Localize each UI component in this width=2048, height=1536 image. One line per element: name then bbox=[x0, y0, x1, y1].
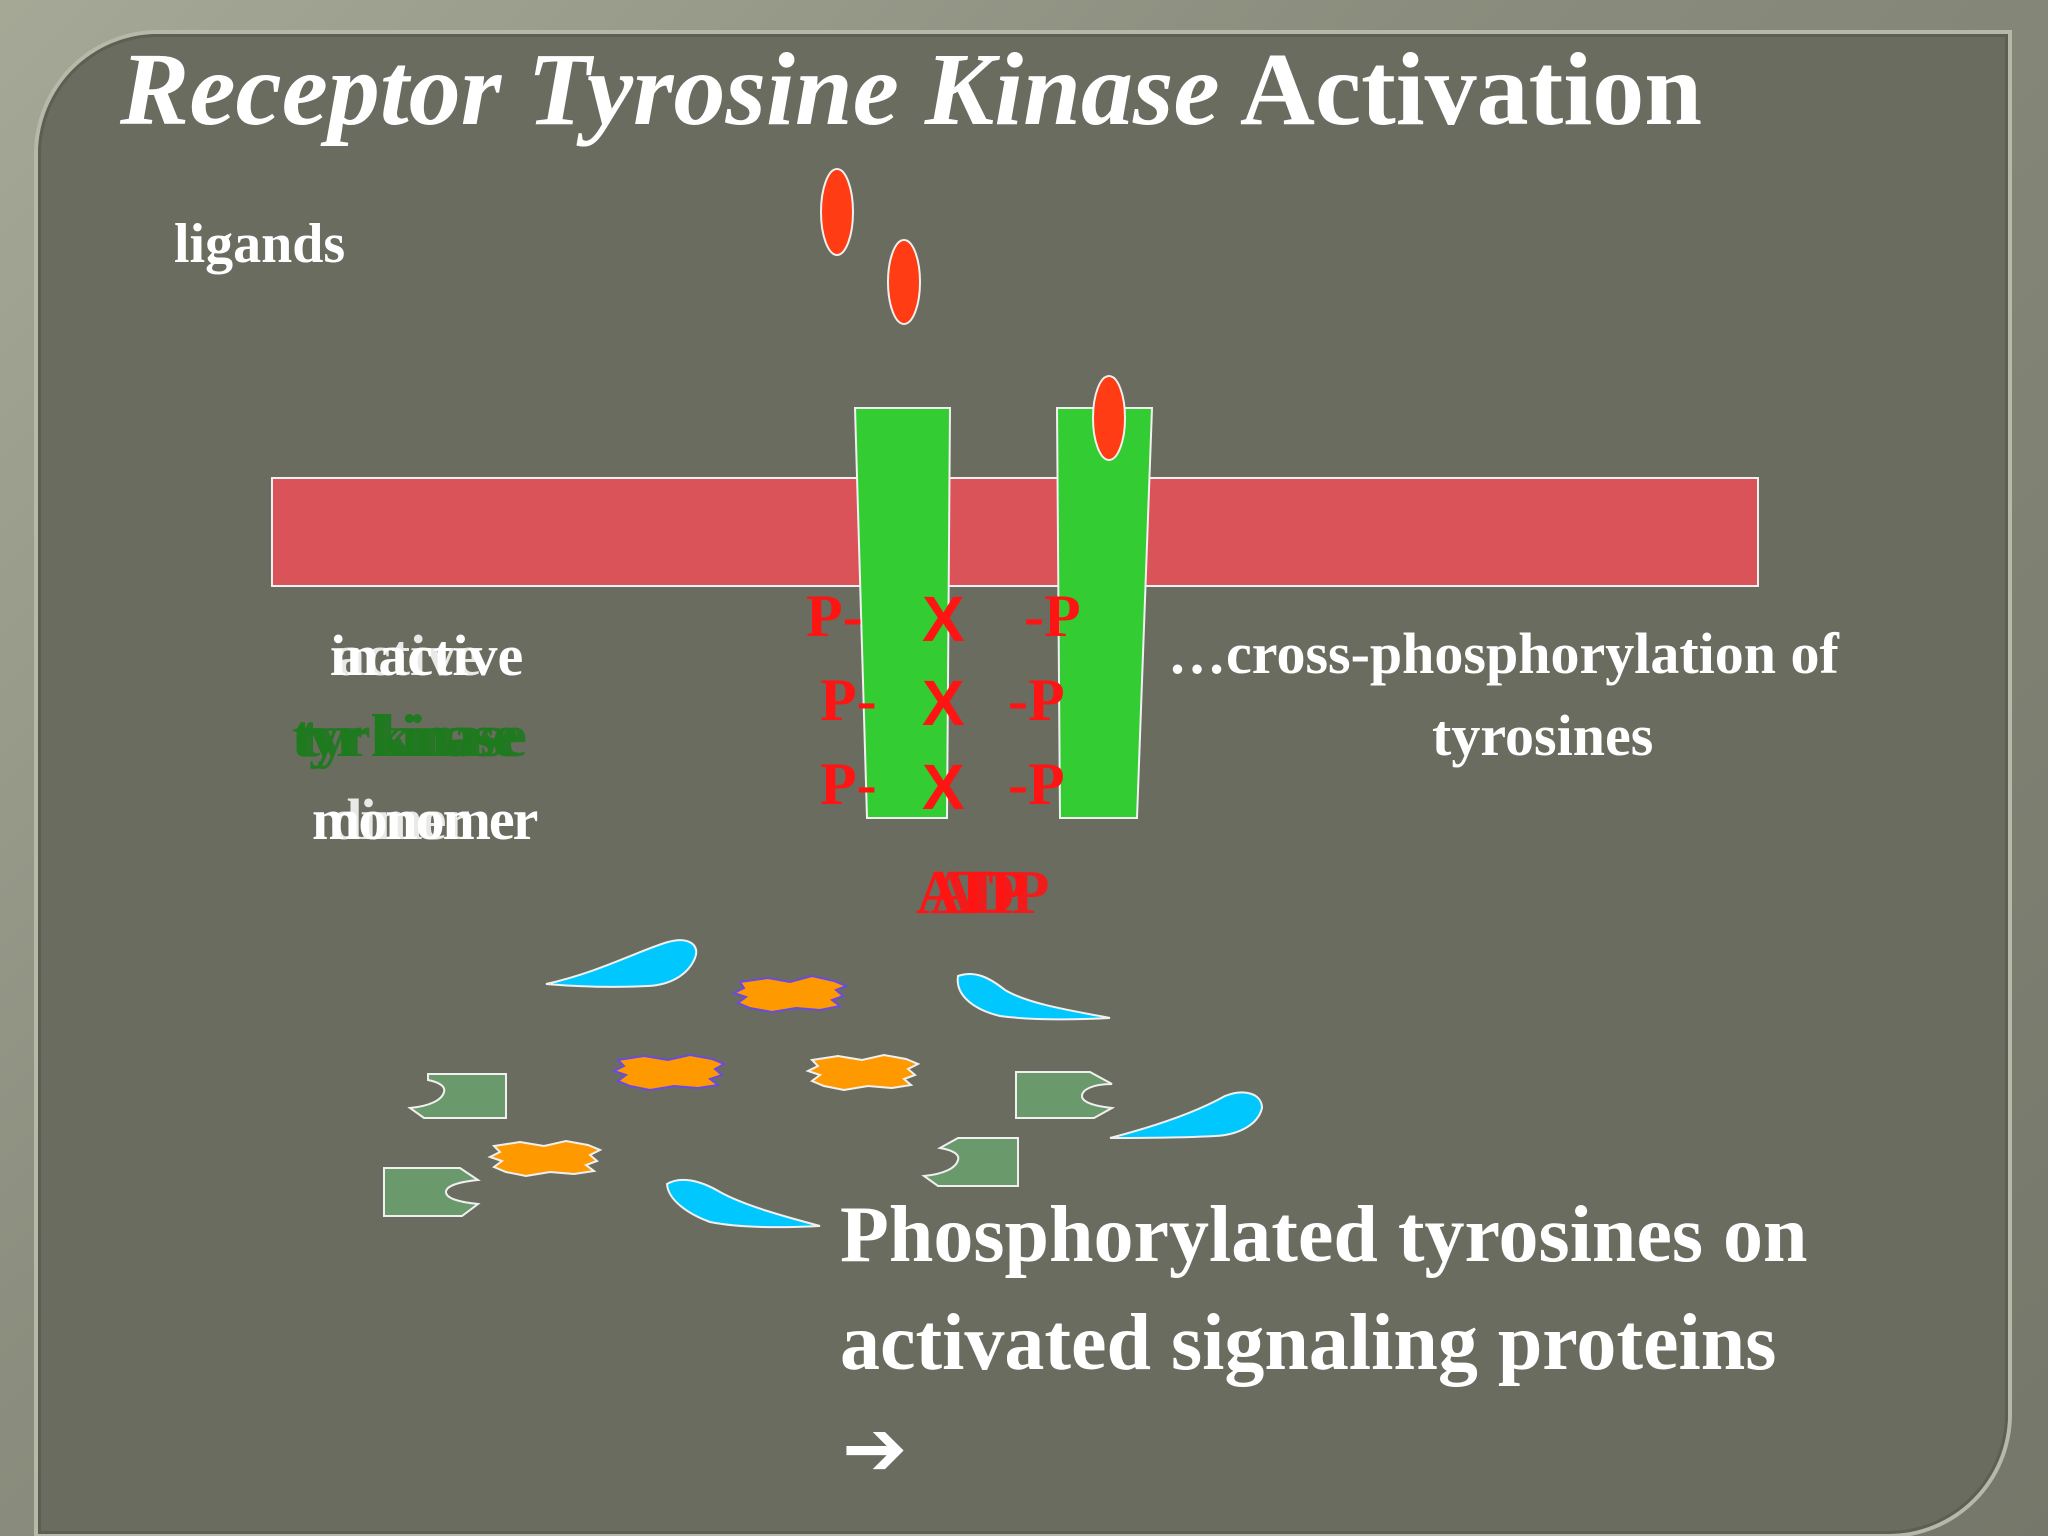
protein-green-3 bbox=[921, 1137, 1019, 1187]
ligand-free-1 bbox=[820, 168, 854, 256]
phospho-left-1: P- bbox=[806, 583, 863, 649]
protein-orange-1 bbox=[731, 974, 849, 1014]
state-label-inactive: inactive bbox=[330, 623, 524, 688]
phosphorylated-caption-line2: activated signaling proteins bbox=[840, 1299, 1777, 1387]
nucleotide-label-atp: ATP bbox=[916, 859, 1027, 927]
slide-title: Receptor Tyrosine Kinase Activation bbox=[120, 30, 1702, 149]
protein-green-2 bbox=[1015, 1071, 1116, 1119]
protein-orange-3 bbox=[805, 1053, 921, 1092]
kinase-label-2: tyr kinase bbox=[300, 703, 527, 769]
protein-orange-2 bbox=[611, 1053, 727, 1092]
ligands-label: ligands bbox=[174, 213, 346, 275]
cross-mark-3: X bbox=[922, 751, 965, 823]
receptor-left bbox=[853, 407, 952, 819]
title-plain: Activation bbox=[1239, 32, 1703, 147]
cross-mark-2: X bbox=[922, 667, 965, 739]
protein-green-4 bbox=[383, 1167, 481, 1217]
ligand-free-2 bbox=[887, 239, 921, 325]
form-label-monomer: monomer bbox=[312, 787, 538, 852]
protein-blue-4 bbox=[665, 1178, 821, 1229]
phospho-right-1: -P bbox=[1024, 583, 1081, 649]
arrow-icon: ➔ bbox=[842, 1404, 908, 1494]
state-label-active: active bbox=[336, 623, 481, 688]
cross-phosphorylation-line2: tyrosines bbox=[1432, 703, 1654, 768]
form-label-dimer: dimer bbox=[330, 787, 470, 852]
phosphorylated-caption-line1: Phosphorylated tyrosines on bbox=[840, 1191, 1808, 1279]
protein-blue-1 bbox=[545, 939, 698, 988]
protein-green-1 bbox=[407, 1073, 507, 1119]
cross-phosphorylation-line1: …cross-phosphorylation of bbox=[1168, 621, 1839, 686]
protein-orange-4 bbox=[487, 1139, 603, 1178]
title-italic: Receptor Tyrosine Kinase bbox=[120, 32, 1220, 147]
protein-blue-2 bbox=[956, 972, 1111, 1021]
phospho-right-2: -P bbox=[1008, 667, 1065, 733]
protein-blue-3 bbox=[1109, 1091, 1264, 1139]
phospho-right-3: -P bbox=[1008, 751, 1065, 817]
ligand-bound bbox=[1092, 375, 1126, 461]
phospho-left-3: P- bbox=[820, 751, 877, 817]
cell-membrane bbox=[271, 477, 1759, 587]
nucleotide-label-adp: ADP bbox=[930, 859, 1049, 927]
kinase-label-1: tyr kinase bbox=[292, 703, 519, 769]
phospho-left-2: P- bbox=[820, 667, 877, 733]
cross-mark-1: X bbox=[922, 583, 965, 655]
slide bbox=[38, 34, 2008, 1534]
